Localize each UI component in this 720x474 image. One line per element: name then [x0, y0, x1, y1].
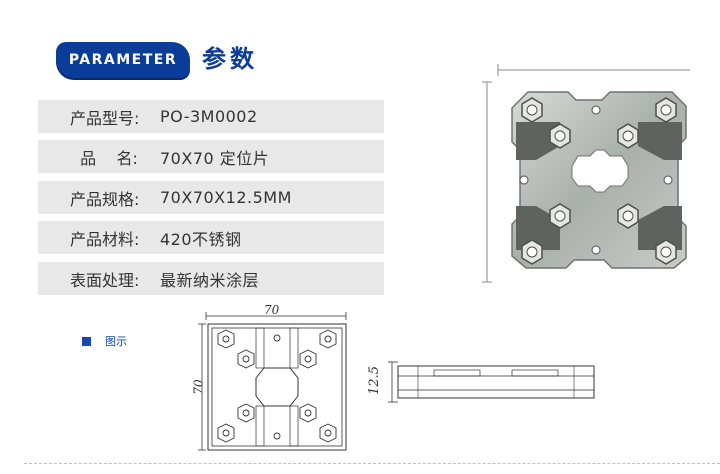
height-dimension-label: 70: [191, 379, 206, 395]
spec-value: 最新纳米涂层: [160, 270, 260, 290]
spec-row-name: 品 名: 70X70 定位片: [38, 140, 384, 173]
spec-row-finish: 表面处理: 最新纳米涂层: [38, 262, 384, 295]
thickness-dimension-label: 12.5: [366, 366, 382, 395]
legend-label: 图示: [105, 335, 127, 348]
spec-label: 品 名:: [70, 148, 143, 168]
top-view-drawing: [198, 312, 347, 451]
spec-value: 420不锈钢: [160, 229, 242, 249]
width-dimension-label: 70: [264, 303, 280, 317]
bottom-divider: [24, 463, 720, 464]
parameter-badge: PARAMETER: [56, 42, 190, 78]
legend-square-icon: [82, 336, 91, 346]
spec-row-material: 产品材料: 420不锈钢: [38, 221, 384, 254]
spec-label: 表面处理:: [70, 270, 145, 290]
product-photo: [482, 64, 690, 283]
spec-row-model: 产品型号: PO-3M0002: [38, 100, 384, 133]
spec-label: 产品材料:: [70, 229, 145, 249]
parameter-badge-label: PARAMETER: [68, 52, 178, 68]
spec-label: 产品型号:: [70, 108, 145, 128]
spec-value: 70X70X12.5MM: [160, 188, 292, 207]
spec-value: 70X70 定位片: [160, 148, 270, 168]
section-title: 参数: [202, 45, 258, 73]
side-view-drawing: [388, 361, 595, 403]
legend: 图示: [82, 333, 127, 349]
spec-row-size: 产品规格: 70X70X12.5MM: [38, 181, 384, 214]
spec-label: 产品规格:: [70, 189, 145, 209]
spec-value: PO-3M0002: [160, 107, 258, 126]
